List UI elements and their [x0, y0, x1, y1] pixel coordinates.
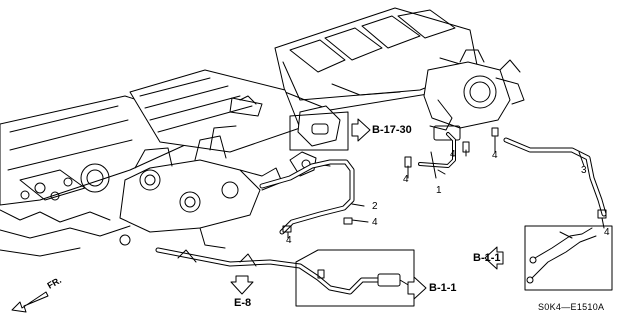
callout-4-a: 4: [403, 174, 409, 185]
ref-b-17-30: B-17-30: [372, 124, 412, 136]
ref-arrows: [11, 118, 504, 313]
engine-cylinder-head: [0, 95, 186, 257]
ref-b-1-1-right: B-1-1: [473, 252, 501, 264]
callout-4-f: 4: [604, 227, 610, 238]
ref-e-8: E-8: [234, 297, 252, 309]
lower-hose-assembly: [155, 247, 411, 295]
callout-4-b: 4: [450, 149, 456, 160]
ref-b-1-1-bottom: B-1-1: [429, 282, 457, 294]
hose-3: [503, 137, 607, 217]
wire-harness: [526, 227, 597, 284]
callout-1: 1: [436, 185, 442, 196]
callout-3: 3: [581, 165, 587, 176]
water-passage: [119, 125, 283, 249]
diagram-code: S0K4—E1510A: [538, 302, 605, 312]
callout-4-d: 4: [372, 217, 378, 228]
callout-4-e: 4: [286, 235, 292, 246]
hose-2: [259, 159, 355, 235]
callout-4-c: 4: [492, 150, 498, 161]
throttle-body: [423, 49, 525, 141]
engine-valve-cover: [129, 69, 301, 153]
hose-1: [418, 132, 456, 175]
callout-2: 2: [372, 201, 378, 212]
inset-outline: [289, 111, 613, 307]
leader-lines: [287, 136, 605, 239]
